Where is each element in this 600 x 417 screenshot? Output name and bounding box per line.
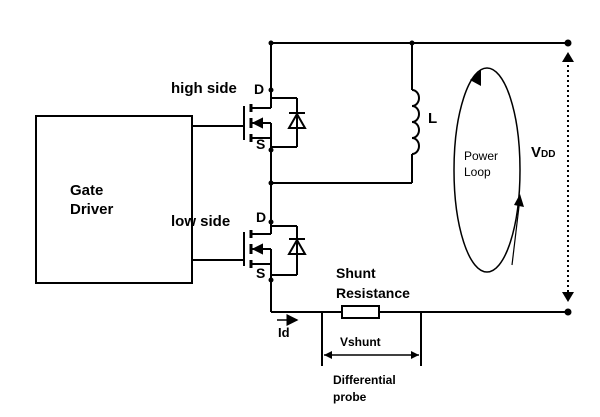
node-dot — [268, 180, 274, 186]
shunt-resistor — [341, 305, 380, 319]
node-dot — [409, 40, 415, 46]
gate-driver-label: Gate — [70, 182, 104, 199]
source-low-label: S — [256, 265, 266, 281]
low-side-mosfet — [243, 222, 307, 312]
vshunt-label: Vshunt — [340, 335, 381, 349]
drain-high-label: D — [254, 81, 265, 97]
vdd-arrow-up — [562, 52, 574, 62]
vdd-label-subscript: DD — [541, 149, 556, 160]
node-dot — [268, 87, 274, 93]
gate-driver-box — [35, 115, 193, 284]
vdd-terminal-top — [564, 39, 572, 47]
node-dot — [268, 219, 274, 225]
shunt-label: Shunt — [336, 265, 376, 281]
power-loop-label: Loop — [464, 165, 491, 179]
vdd-terminal-bottom — [564, 308, 572, 316]
power-loop-ellipse — [453, 67, 521, 273]
vshunt-arrow-right — [411, 351, 419, 359]
power-loop-label: Power — [464, 149, 499, 163]
power-loop-inner-arc — [511, 197, 521, 266]
low-side-label: low side — [171, 213, 231, 230]
shunt-label: Resistance — [336, 285, 410, 301]
high-side-mosfet — [243, 90, 307, 150]
node-dot — [268, 40, 274, 46]
probe-label: Differential — [333, 373, 396, 387]
drain-low-label: D — [256, 209, 267, 225]
inductor-label: L — [428, 110, 438, 127]
id-label: Id — [278, 325, 290, 340]
vshunt-arrow-left — [324, 351, 332, 359]
gate-driver-label: Driver — [70, 201, 114, 218]
node-dot — [268, 277, 274, 283]
node-dot — [268, 147, 274, 153]
vdd-arrow-down — [562, 292, 574, 302]
source-high-label: S — [256, 136, 266, 152]
high-side-label: high side — [171, 80, 237, 97]
vdd-label-main: V — [531, 144, 542, 161]
vdd-label: VDD — [531, 145, 555, 160]
inductor-coil — [411, 89, 420, 155]
power-loop-arrow-top — [470, 70, 481, 86]
power-loop-arrow-right — [514, 194, 524, 207]
probe-label: probe — [333, 390, 367, 404]
